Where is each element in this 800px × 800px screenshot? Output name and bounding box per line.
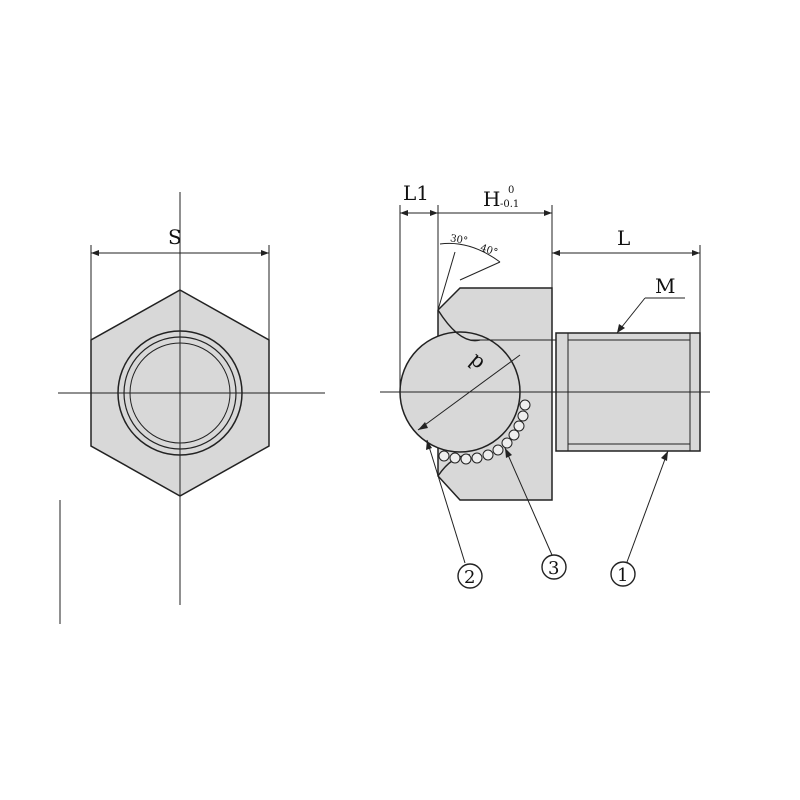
callout-1-number: 1 [617,565,628,586]
front-view-hex [58,192,325,624]
s-arrow-left [91,250,99,256]
d-arrow [418,422,428,430]
support-balls [438,399,531,465]
dimension-h: H 0 -0.1 [438,185,553,288]
angle-a-label: 30° [449,233,468,247]
callout-1-arrow [661,451,668,461]
h-label: H [483,187,500,211]
d-leader-line [417,354,521,431]
angle-line-b [459,261,501,281]
callout-2: 2 [426,439,483,589]
callout-3-leader [504,447,553,556]
angle-line-a [437,251,456,311]
callout-3-circle [541,554,567,580]
s-arrow-right [261,250,269,256]
callout-2-number: 2 [464,567,475,588]
callout-2-circle [457,563,483,589]
callout-1: 1 [610,450,669,587]
callout-1-circle [610,561,636,587]
callout-3-arrow [505,448,512,458]
l-arrow-right [692,250,700,256]
thread-callout-m: M [616,274,685,334]
l-arrow-left [552,250,560,256]
l1-label: L1 [403,181,429,205]
l1-arrow-right [430,210,438,216]
dimension-l: L [552,226,701,333]
angle-annotations: 30° 40° [437,233,501,311]
m-arrow [617,324,625,333]
l-label: L [617,226,630,250]
h-arrow-right [544,210,552,216]
callout-3-number: 3 [548,558,559,579]
angle-arc [439,242,501,263]
callout-2-arrow [426,440,432,450]
l1-arrow-left [400,210,408,216]
h-tol-upper: 0 [508,185,514,196]
dimension-s: S [90,225,270,340]
h-tol-lower: -0.1 [500,199,519,210]
callout-2-leader [426,439,466,564]
callout-1-leader [626,450,669,563]
s-label: S [168,225,182,249]
dimension-l1: L1 [399,181,439,392]
angle-b-label: 40° [479,243,499,259]
m-label: M [655,274,675,298]
callout-3: 3 [504,447,567,580]
side-view: d [380,287,710,501]
